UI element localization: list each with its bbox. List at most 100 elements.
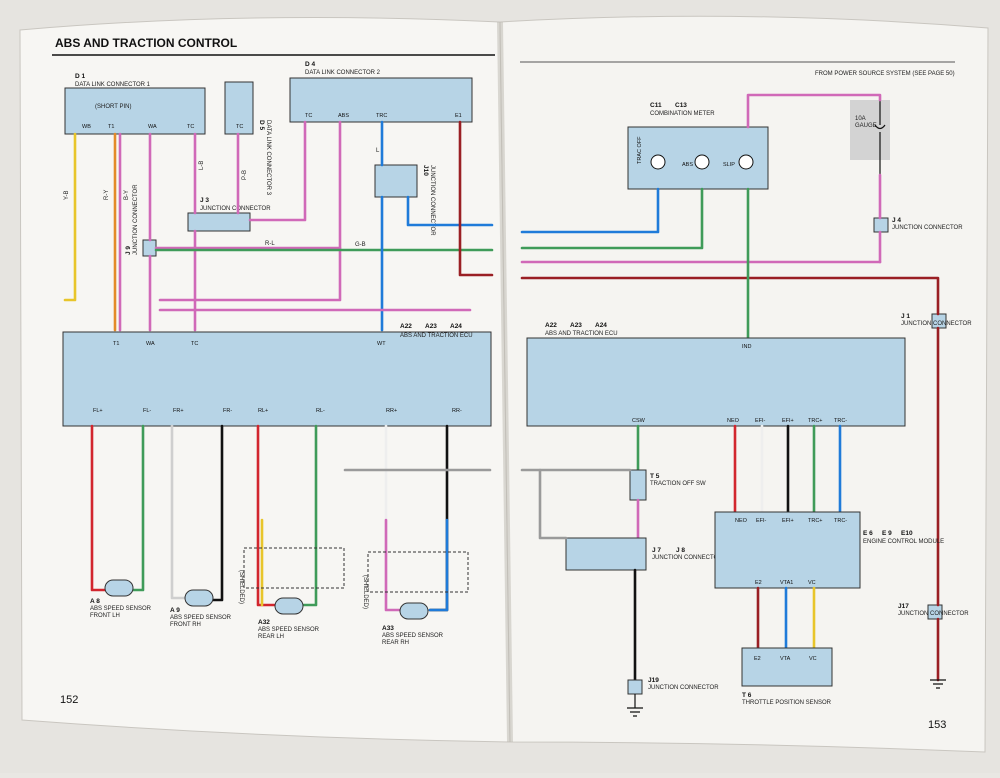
ecu-left-code-1: A22 xyxy=(400,323,412,330)
throttle-code: T 6 xyxy=(742,692,752,699)
lamp-slip xyxy=(738,154,754,170)
wire-l-out xyxy=(406,195,494,227)
sensor-rl-code: A32 xyxy=(258,619,270,626)
page-number-left: 152 xyxy=(60,694,78,706)
d4-pin-trc: TRC xyxy=(376,113,387,119)
ground-symbol-right xyxy=(930,679,946,689)
d5-pin-tc: TC xyxy=(236,124,243,130)
code-r-y: R-Y xyxy=(104,190,110,200)
d1-connector-box xyxy=(64,87,206,135)
wire-rr-minus-blue xyxy=(428,518,449,612)
engine-code-1: E 6 xyxy=(863,530,873,537)
j10-junction-box xyxy=(374,164,418,198)
j4-name: JUNCTION CONNECTOR xyxy=(892,225,963,231)
engine-pin-vta1: VTA1 xyxy=(780,580,793,586)
d1-pin-tc: TC xyxy=(187,124,194,130)
shield-box-rr xyxy=(367,551,469,593)
ecu-left-pin-wt: WT xyxy=(377,341,386,347)
sensor-front-lh: A 8 ABS SPEED SENSOR FRONT LH xyxy=(90,579,152,619)
ecu-left-pin-t1: T1 xyxy=(113,341,119,347)
fuse-symbol xyxy=(874,100,886,175)
d4-name: DATA LINK CONNECTOR 2 xyxy=(305,70,381,76)
j3-junction-box xyxy=(187,212,251,232)
meter-code-2: C13 xyxy=(675,102,687,109)
sensor-rear-lh: A32 ABS SPEED SENSOR REAR LH xyxy=(258,597,320,640)
j9-name: JUNCTION CONNECTOR xyxy=(133,184,139,255)
code-y-b: Y-B xyxy=(64,191,70,200)
ecu-pin-fl-plus: FL+ xyxy=(93,408,103,414)
meter-code-1: C11 xyxy=(650,102,662,109)
ecu-right-label: ABS AND TRACTION ECU xyxy=(545,331,618,337)
sensor-fl-code: A 8 xyxy=(90,598,100,605)
engine-code-2: E 9 xyxy=(882,530,892,537)
throttle-pin-vc: VC xyxy=(809,656,817,662)
wire-rl-minus xyxy=(298,424,318,607)
d5-name: DATA LINK CONNECTOR 3 xyxy=(265,120,271,196)
j9-code: J 9 xyxy=(125,246,132,255)
j17-code: J17 xyxy=(898,603,909,610)
engine-code-3: E10 xyxy=(901,530,913,537)
ecu-left-label: ABS AND TRACTION ECU xyxy=(400,333,473,339)
abs-traction-ecu-left xyxy=(62,331,492,427)
shielded-label-rl: (SHIELDED) xyxy=(238,570,244,604)
wire-w-b-right xyxy=(538,468,568,540)
j3-code: J 3 xyxy=(200,197,209,204)
engine-pin-efi-minus: EFI- xyxy=(756,518,767,524)
ecu-pin-fr-minus: FR- xyxy=(223,408,232,414)
engine-pin-efi-plus: EFI+ xyxy=(782,518,794,524)
wire-tc-d4 xyxy=(248,120,307,222)
j17-junction-box xyxy=(927,604,943,620)
code-b-y: B-Y xyxy=(124,190,130,200)
wire-rl-plus-upper xyxy=(256,424,280,607)
j7-j8-junction-box xyxy=(565,537,647,571)
j17-name: JUNCTION CONNECTOR xyxy=(898,611,969,617)
engine-name: ENGINE CONTROL MODULE xyxy=(863,539,944,545)
book-gutter xyxy=(497,21,513,743)
wire-y-b xyxy=(63,132,77,302)
j9-junction-box xyxy=(142,239,157,257)
ecu-left-pin-tc: TC xyxy=(191,341,198,347)
abs-traction-ecu-right xyxy=(526,337,906,427)
wire-l-trac-off xyxy=(520,187,660,234)
wire-e1 xyxy=(458,120,494,277)
d4-connector-box xyxy=(289,77,473,123)
ecu-right-code-2: A23 xyxy=(570,322,582,329)
wire-fl-minus xyxy=(130,424,145,592)
ecu-right-code-3: A24 xyxy=(595,322,607,329)
d4-pin-abs: ABS xyxy=(338,113,349,119)
j19-code: J19 xyxy=(648,677,659,684)
traction-off-switch xyxy=(629,469,647,501)
throttle-position-sensor-box xyxy=(741,647,833,687)
d1-pin-t1: T1 xyxy=(108,124,114,130)
code-l-b: L-B xyxy=(199,161,205,170)
ecu-pin-fl-minus: FL- xyxy=(143,408,151,414)
d4-pin-e1: E1 xyxy=(455,113,462,119)
d5-connector-box xyxy=(224,81,254,135)
d1-code: D 1 xyxy=(75,73,86,80)
sensor-rear-rh: A33 ABS SPEED SENSOR REAR RH xyxy=(382,602,444,646)
ecu-left-pin-wa: WA xyxy=(146,341,155,347)
lamp-label-trac-off: TRAC OFF xyxy=(637,136,643,164)
gauge-fuse-panel xyxy=(850,100,890,160)
sensor-rr-name: ABS SPEED SENSOR xyxy=(382,633,444,639)
engine-pin-e2: E2 xyxy=(755,580,762,586)
ecu-right-code-1: A22 xyxy=(545,322,557,329)
engine-pin-trc-plus: TRC+ xyxy=(808,518,823,524)
shield-box-rl xyxy=(243,547,345,589)
j1-name: JUNCTION CONNECTOR xyxy=(901,321,972,327)
ecu-left-code-2: A23 xyxy=(425,323,437,330)
ecu-left-code-3: A24 xyxy=(450,323,462,330)
ecu-pin-rr-plus: RR+ xyxy=(386,408,397,414)
code-p-b: P-B xyxy=(242,170,248,180)
lamp-trac-off xyxy=(650,154,666,170)
trac-sw-code: T 5 xyxy=(650,473,660,480)
fuse-amp: 10A xyxy=(855,116,866,122)
wire-ground-trunk xyxy=(520,276,940,682)
fuse-name: GAUGE xyxy=(855,123,877,129)
sensor-fl-sub: FRONT LH xyxy=(90,613,120,619)
code-g-b: G-B xyxy=(355,242,366,248)
ecu-right-pin-ind: IND xyxy=(742,344,752,350)
j19-name: JUNCTION CONNECTOR xyxy=(648,685,719,691)
